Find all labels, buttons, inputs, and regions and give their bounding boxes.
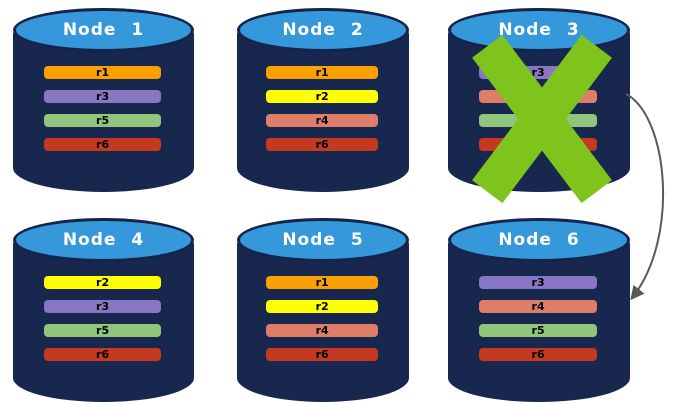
replica-bar: r2: [266, 300, 379, 313]
replica-bar-label: r2: [315, 90, 329, 103]
failure-x-icon: [472, 34, 612, 204]
replica-list: r3 r4 r5 r6: [478, 276, 598, 361]
replica-bar: r1: [266, 276, 379, 289]
cylinder-top: Node 5: [237, 218, 409, 262]
node-title: Node 4: [62, 230, 145, 250]
replica-bar-label: r4: [315, 324, 329, 337]
replica-bar-label: r3: [531, 66, 545, 79]
replica-bar-label: r1: [96, 66, 110, 79]
replica-bar-label: r5: [531, 324, 545, 337]
replica-bar: r6: [43, 138, 162, 151]
replica-bar-label: r6: [96, 138, 110, 151]
replica-bar: r6: [478, 348, 598, 361]
cylinder-body: [237, 239, 409, 402]
node-cylinder-5: Node 5 r1 r2 r4 r6: [237, 218, 409, 402]
node-title: Node 1: [62, 20, 145, 40]
replica-bar: r5: [43, 114, 162, 127]
replica-bar: r3: [478, 276, 598, 289]
replica-bar-label: r2: [315, 300, 329, 313]
arrow-curve: [625, 93, 665, 301]
replica-list: r2 r3 r5 r6: [43, 276, 162, 361]
replication-arrow-icon: [625, 93, 665, 301]
replica-bar: r1: [43, 66, 162, 79]
replica-list: r1 r2 r4 r6: [266, 66, 379, 151]
replica-bar-label: r4: [531, 300, 545, 313]
replica-bar: r3: [43, 300, 162, 313]
replica-bar: r4: [266, 324, 379, 337]
node-cylinder-2: Node 2 r1 r2 r4 r6: [237, 8, 409, 192]
replica-bar-label: r2: [96, 276, 110, 289]
replica-bar: r6: [266, 138, 379, 151]
replica-bar-label: r6: [315, 138, 329, 151]
replica-list: r1 r2 r4 r6: [266, 276, 379, 361]
cylinder-body: [13, 29, 194, 192]
replica-bar: r6: [266, 348, 379, 361]
cylinder-top: Node 3: [448, 8, 630, 52]
node-cylinder-1: Node 1 r1 r3 r5 r6: [13, 8, 194, 192]
replica-list: r1 r3 r5 r6: [43, 66, 162, 151]
cylinder-body: [448, 239, 630, 402]
replica-bar: r3: [43, 90, 162, 103]
replica-bar: r5: [43, 324, 162, 337]
replica-bar-label: r3: [96, 300, 110, 313]
node-title: Node 3: [498, 20, 580, 40]
replica-bar-label: r6: [315, 348, 329, 361]
replica-bar-label: r4: [315, 114, 329, 127]
replica-bar: r5: [478, 324, 598, 337]
node-title: Node 5: [282, 230, 364, 250]
node-title: Node 2: [282, 20, 364, 40]
replica-bar-label: r1: [315, 66, 329, 79]
replica-bar-label: r6: [96, 348, 110, 361]
replica-bar: r6: [43, 348, 162, 361]
replica-bar-label: r3: [531, 276, 545, 289]
cylinder-top: Node 2: [237, 8, 409, 52]
replica-bar-label: r1: [315, 276, 329, 289]
replica-bar: r1: [266, 66, 379, 79]
cylinder-body: [13, 239, 194, 402]
replica-bar-label: r5: [96, 114, 110, 127]
replica-bar-label: r6: [531, 348, 545, 361]
replica-bar: r4: [266, 114, 379, 127]
replica-bar-label: r5: [96, 324, 110, 337]
cylinder-top: Node 4: [13, 218, 194, 262]
cylinder-body: [237, 29, 409, 192]
cylinder-top: Node 1: [13, 8, 194, 52]
node-cylinder-4: Node 4 r2 r3 r5 r6: [13, 218, 194, 402]
replica-bar: r4: [478, 300, 598, 313]
cylinder-top: Node 6: [448, 218, 630, 262]
replica-bar: r2: [266, 90, 379, 103]
replica-bar-label: r3: [96, 90, 110, 103]
node-title: Node 6: [498, 230, 580, 250]
replica-bar: r2: [43, 276, 162, 289]
node-cylinder-6: Node 6 r3 r4 r5 r6: [448, 218, 630, 402]
